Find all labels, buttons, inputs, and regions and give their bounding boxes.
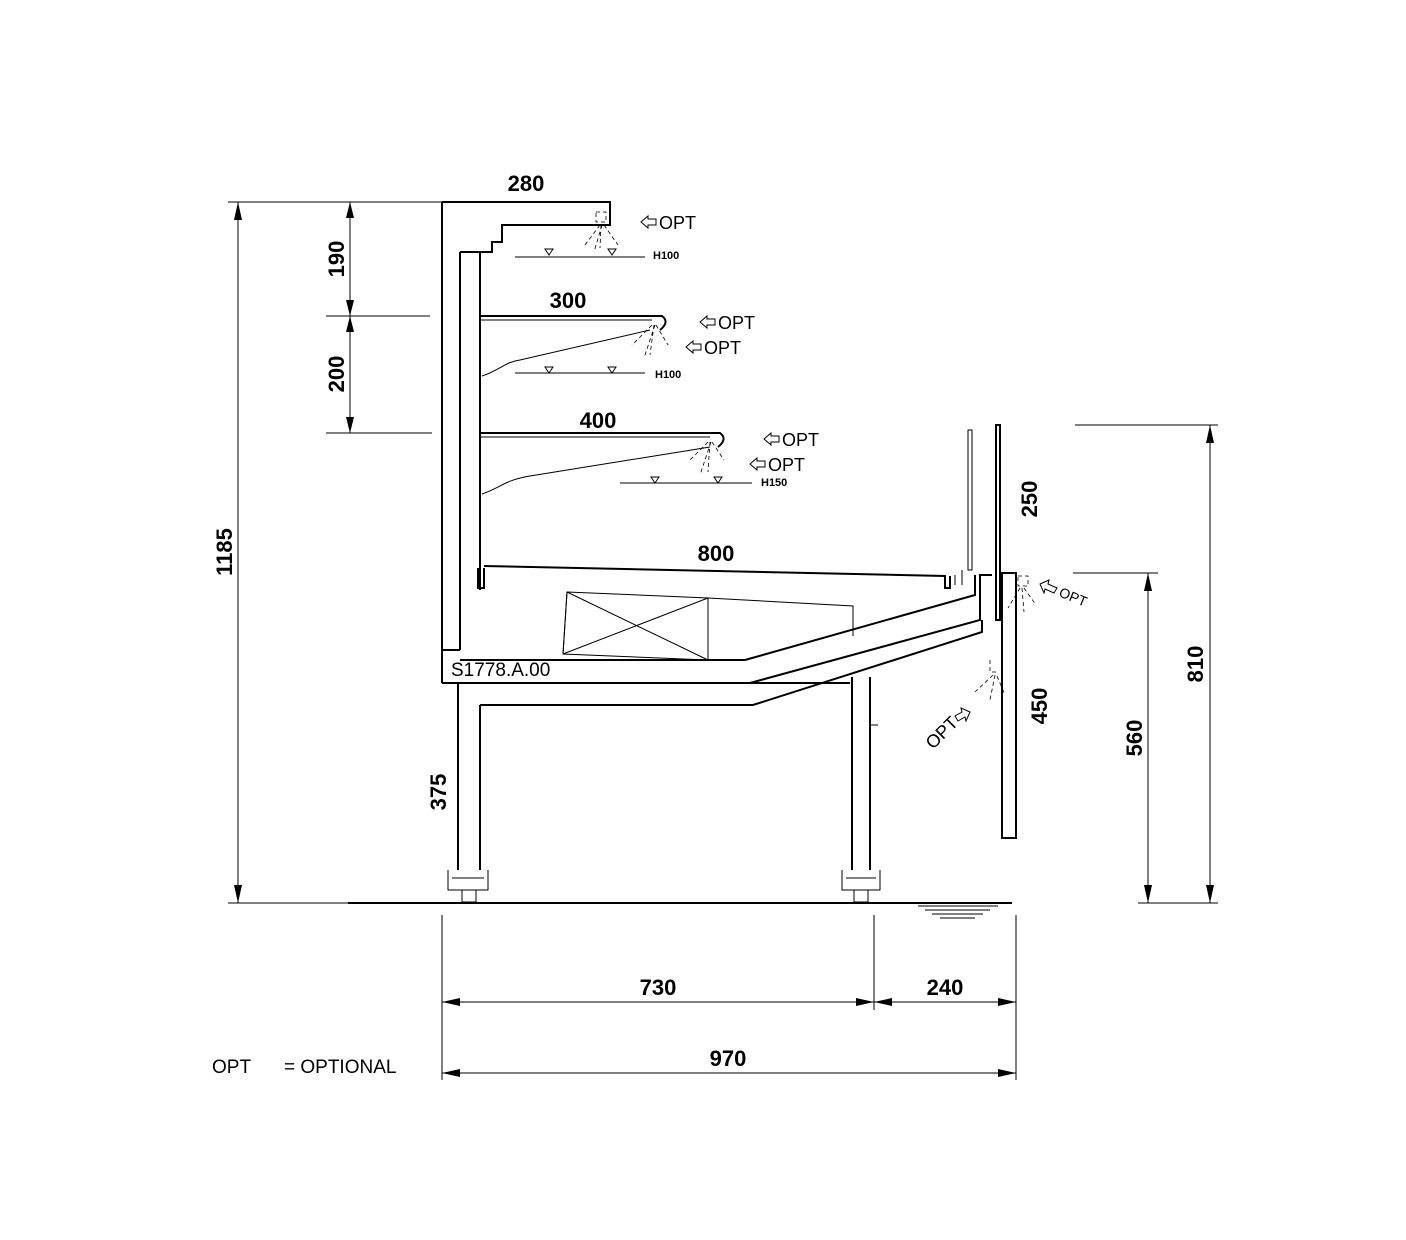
dim-glass-height: 250 [1017,481,1042,518]
legend-abbr: OPT [212,1057,251,1078]
arrow-left-icon [685,339,702,355]
dim-deck-depth: 800 [698,541,735,566]
shelf-1 [479,252,667,377]
shelf-height-lower: H150 [761,477,787,489]
dim-shelf-2-depth: 400 [580,408,617,433]
opt-label: OPT [1057,584,1090,610]
arrow-left-icon [699,314,716,330]
model-code: S1778.A.00 [451,660,550,681]
front-glass-panel [967,424,1017,839]
arrow-right-icon [954,707,971,723]
level-markers [544,248,723,484]
base-frame [447,620,983,903]
dim-total-depth: 970 [710,1046,747,1071]
shelf-height-top: H100 [653,250,679,262]
opt-arrows [640,214,1058,723]
dim-total-height: 1185 [212,528,237,576]
legend-meaning: = OPTIONAL [284,1057,396,1078]
opt-label: OPT [704,338,741,358]
dim-leg-height: 375 [426,774,451,811]
labels: 280 300 400 800 190 200 1185 375 250 450… [212,171,1208,1078]
arrow-left-icon [763,431,780,447]
top-canopy [442,201,611,253]
dim-shelf-spacing: 200 [324,356,349,393]
dim-front-depth: 240 [927,975,964,1000]
opt-label: OPT [659,213,696,233]
opt-label: OPT [768,455,805,475]
opt-label: OPT [718,313,755,333]
arrow-left-icon [749,456,766,472]
arrow-left-icon [1039,579,1058,595]
evaporator-unit [562,591,854,661]
dim-shelf-1-depth: 300 [550,288,587,313]
arrow-left-icon [640,214,657,230]
shelf-height-middle: H100 [655,369,681,381]
dim-front-panel-height: 450 [1027,688,1052,725]
dim-front-height: 560 [1122,720,1147,757]
dimension-lines [228,201,1218,1080]
rear-column [441,202,461,683]
dim-canopy-depth: 280 [508,171,545,196]
floor-line [348,902,1012,919]
dim-canopy-height: 190 [324,241,349,278]
dim-glass-top-height: 810 [1183,646,1208,683]
dim-base-depth: 730 [640,975,677,1000]
display-deck [442,565,992,684]
optional-lights [584,211,1037,701]
shelf-2 [479,318,752,590]
cabinet-structure [348,201,1037,919]
opt-label: OPT [782,430,819,450]
